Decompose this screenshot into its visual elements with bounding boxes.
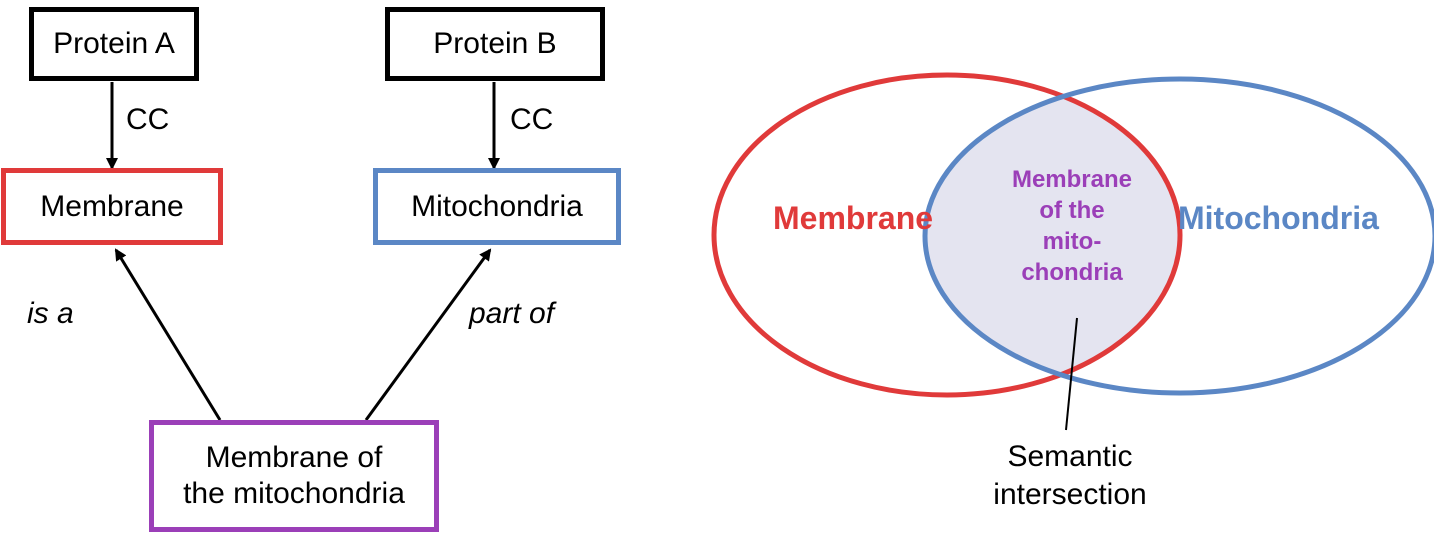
venn-label-mitochondria: Mitochondria bbox=[1178, 200, 1379, 236]
venn-label-membrane: Membrane bbox=[773, 200, 934, 236]
membrane-ellipse bbox=[711, 72, 1183, 398]
node-mitochondria: Mitochondria bbox=[373, 168, 621, 245]
venn-intersection-line2: of the bbox=[1039, 197, 1105, 224]
venn-intersection-line1: Membrane bbox=[1011, 166, 1133, 193]
venn-intersection-line3: mito- bbox=[1042, 228, 1102, 255]
node-membrane-of-mito-line1: Membrane of bbox=[205, 441, 383, 474]
venn-intersection-line4: chondria bbox=[1021, 259, 1123, 286]
venn-diagram bbox=[711, 72, 1434, 431]
node-protein-b: Protein B bbox=[385, 7, 605, 81]
semantic-intersection-callout: Semantic intersection bbox=[960, 438, 1180, 514]
edge-is-a bbox=[114, 248, 222, 421]
node-mitochondria-label: Mitochondria bbox=[411, 189, 583, 223]
edge-label-cc-a: CC bbox=[126, 103, 170, 136]
edge-label-cc-b: CC bbox=[510, 103, 554, 136]
node-membrane-of-mitochondria: Membrane of the mitochondria bbox=[149, 420, 439, 532]
callout-line2: intersection bbox=[993, 478, 1147, 511]
node-protein-a-label: Protein A bbox=[53, 27, 175, 60]
intersection-fill bbox=[925, 79, 1180, 393]
edge-label-part-of: part of bbox=[469, 297, 555, 330]
node-membrane-of-mito-line2: the mitochondria bbox=[183, 477, 405, 510]
mitochondria-ellipse bbox=[922, 76, 1434, 396]
node-protein-b-label: Protein B bbox=[433, 27, 557, 60]
callout-line1: Semantic bbox=[1007, 440, 1133, 473]
node-protein-a: Protein A bbox=[29, 7, 199, 81]
node-membrane: Membrane bbox=[1, 168, 223, 245]
edge-label-is-a: is a bbox=[27, 297, 74, 330]
venn-intersection-label: Membrane of the mito- chondria bbox=[992, 164, 1152, 288]
callout-line bbox=[1065, 317, 1078, 431]
edge-part-of bbox=[364, 248, 492, 421]
node-membrane-label: Membrane bbox=[40, 189, 184, 223]
